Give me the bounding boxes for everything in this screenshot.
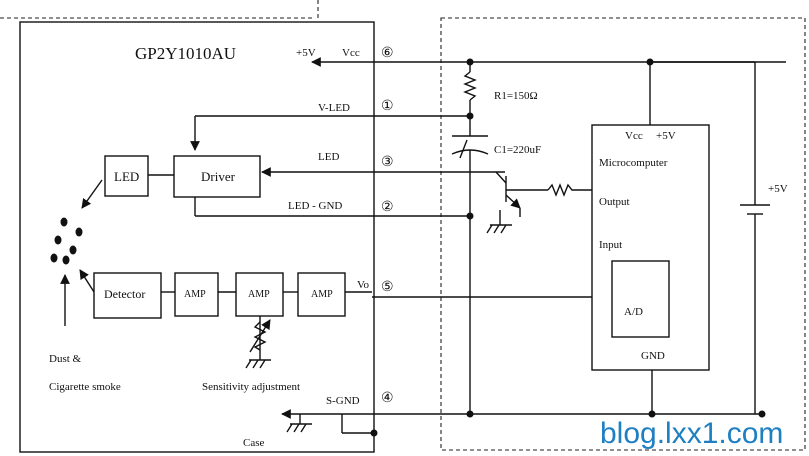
sensor-title: GP2Y1010AU (135, 44, 236, 63)
driver-block (173, 155, 261, 198)
led-signal-label: LED (318, 151, 339, 163)
ad-converter-box (611, 260, 670, 338)
vled-label: V-LED (318, 102, 350, 114)
r1-label: R1=150Ω (494, 90, 538, 102)
detector-block (93, 272, 162, 319)
led-block-label: LED (114, 169, 139, 184)
amp1-block-label: AMP (184, 289, 206, 300)
mcu-plus5v-label: +5V (656, 130, 676, 142)
sensor-plus5v-label: +5V (296, 47, 316, 59)
led-emit-arrow (81, 179, 103, 209)
pot-wiper-arrow (249, 319, 271, 353)
battery-label: +5V (768, 183, 788, 195)
pin-3: ③ (381, 155, 394, 170)
c1-hatch (459, 139, 468, 159)
r1-resistor-icon (463, 71, 477, 101)
case-ground-icon (286, 423, 312, 433)
mcu-gnd-label: GND (641, 350, 665, 362)
mcu-output-label: Output (599, 196, 630, 208)
sensitivity-label: Sensitivity adjustment (202, 381, 300, 393)
pot-resistor-icon (253, 321, 267, 351)
vo-label: Vo (357, 279, 370, 291)
pin-2: ② (381, 200, 394, 215)
pin-4: ④ (381, 391, 394, 406)
junction-dots (370, 58, 766, 437)
amp3-block (297, 272, 346, 317)
transistor-collector (495, 171, 507, 184)
ledgnd-label: LED - GND (288, 200, 342, 212)
pin-1: ① (381, 99, 394, 114)
sensor-vcc-label: Vcc (342, 47, 360, 59)
driver-block-label: Driver (201, 169, 236, 184)
base-resistor-icon (547, 183, 592, 197)
ad-label: A/D (624, 306, 643, 318)
amp3-block-label: AMP (311, 289, 333, 300)
amp1-block (174, 272, 219, 317)
sgnd-label: S-GND (326, 395, 360, 407)
sensor-module-outline (19, 21, 375, 453)
mcu-vcc-label: Vcc (625, 130, 643, 142)
amp2-block-label: AMP (248, 289, 270, 300)
detector-block-label: Detector (104, 287, 145, 301)
external-circuit-border (440, 17, 806, 451)
c1-label: C1=220uF (494, 144, 541, 156)
pin-6: ⑥ (381, 46, 394, 61)
watermark: blog.lxx1.com (600, 417, 783, 450)
mcu-input-label: Input (599, 239, 622, 251)
dust-label-line1: Dust & (49, 353, 82, 365)
led-block (104, 155, 149, 197)
mcu-title: Microcomputer (599, 157, 668, 169)
dust-label-line2: Cigarette smoke (49, 381, 121, 393)
transistor-emitter (505, 194, 521, 209)
pot-ground-icon (245, 359, 271, 369)
dust-to-detector (79, 269, 95, 293)
transistor-ground-icon (486, 224, 512, 234)
pin-5: ⑤ (381, 280, 394, 295)
dust-particles (50, 217, 83, 265)
case-label: Case (243, 437, 265, 449)
